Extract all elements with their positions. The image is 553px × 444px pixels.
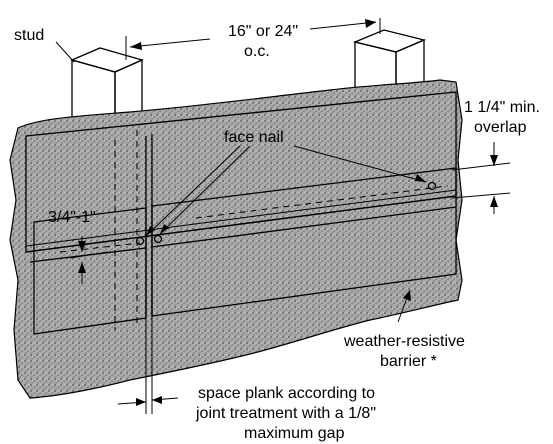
face-nail-left-b [153,234,163,244]
label-spacing-2: o.c. [244,43,270,60]
label-spacing-1: 16" or 24" [228,23,298,40]
label-joint-2: joint treatment with a 1/8" [195,405,376,422]
label-barrier-2: barrier * [380,353,437,370]
label-joint-3: maximum gap [244,425,345,442]
face-nail-left-a [135,236,145,246]
face-nail-right [427,181,437,191]
label-overlap-2: overlap [474,119,527,136]
label-joint-1: space plank according to [198,385,375,402]
label-overlap-1: 1 1/4" min. [464,99,540,116]
label-gap-dimension: 3/4"-1" [48,209,96,226]
label-stud: stud [14,27,44,44]
weather-resistive-barrier [9,79,463,399]
label-face-nail: face nail [224,129,284,146]
label-barrier-1: weather-resistive [343,333,465,350]
